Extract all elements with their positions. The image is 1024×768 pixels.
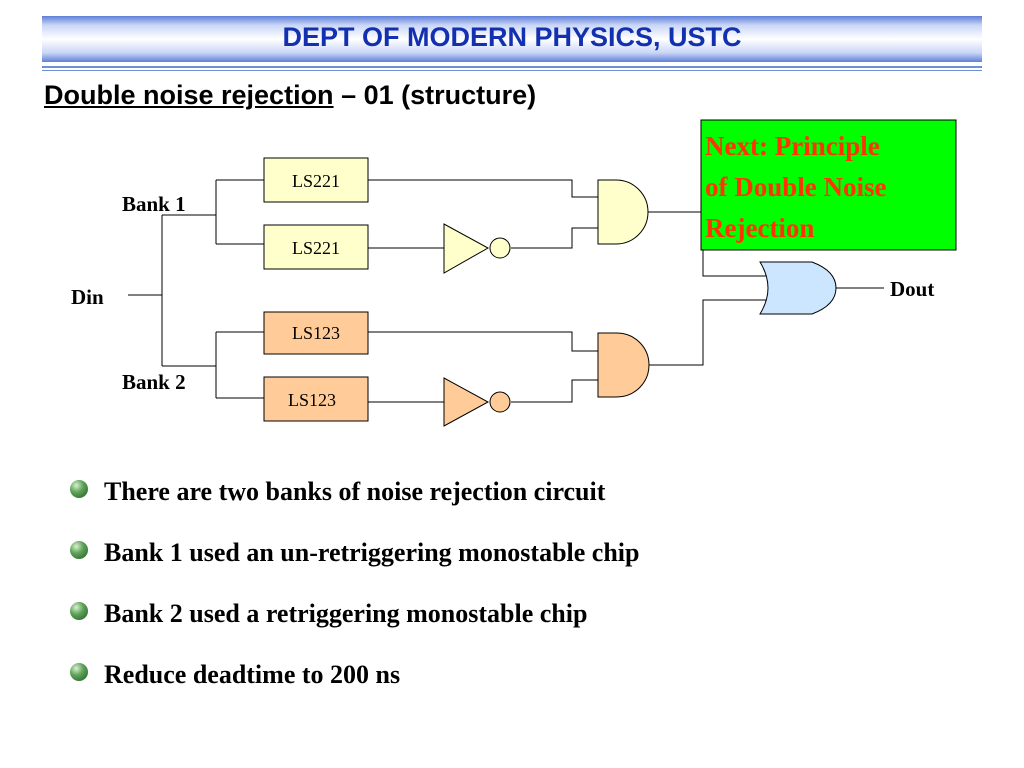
bank1-chip-2-label: LS221	[292, 238, 340, 258]
bullet-icon	[70, 663, 88, 681]
dout-label: Dout	[890, 277, 934, 301]
note-line-3: Rejection	[705, 213, 814, 243]
note-box	[700, 119, 957, 251]
bank2-chip-1-label: LS123	[292, 323, 340, 343]
slide-title-suffix: – 01 (structure)	[333, 80, 537, 110]
header-title: DEPT OF MODERN PHYSICS, USTC	[282, 22, 742, 52]
bank2-label: Bank 2	[122, 370, 186, 394]
bank2-chip-1	[263, 311, 369, 355]
circuit-wires	[128, 179, 884, 403]
bullet-item: Bank 1 used an un-retriggering monostabl…	[70, 533, 639, 594]
bank1-chip-1	[263, 157, 369, 203]
bank2-chip-2	[263, 376, 369, 422]
slide-title: Double noise rejection – 01 (structure)	[44, 80, 536, 111]
bullet-icon	[70, 541, 88, 559]
note-line-1: Next: Principle	[705, 131, 880, 161]
bank1-chip-2	[263, 224, 369, 270]
header-bar: DEPT OF MODERN PHYSICS, USTC	[42, 16, 982, 62]
bullet-text: Bank 2 used a retriggering monostable ch…	[104, 599, 588, 628]
bullet-item: Bank 2 used a retriggering monostable ch…	[70, 594, 639, 655]
bullet-text: Reduce deadtime to 200 ns	[104, 660, 401, 689]
note-line-2: of Double Noise	[705, 172, 887, 202]
bank1-inverter-bubble	[489, 237, 511, 259]
bank1-label: Bank 1	[122, 192, 186, 216]
bank2-and-gate	[597, 332, 650, 398]
bank1-and-gate	[597, 179, 649, 245]
note-text: Next: Principle of Double Noise Rejectio…	[705, 131, 893, 243]
slide-title-main: Double noise rejection	[44, 80, 334, 110]
bank2-inverter-bubble	[489, 391, 511, 413]
or-gate	[759, 261, 837, 315]
bank1-inverter	[443, 223, 490, 274]
circuit-diagram: Din Dout Bank 1 Bank 2 LS221 LS221 LS123…	[71, 119, 957, 427]
bullet-text: Bank 1 used an un-retriggering monostabl…	[104, 538, 640, 567]
header-divider	[42, 66, 982, 68]
bullet-icon	[70, 602, 88, 620]
bullet-icon	[70, 480, 88, 498]
bullet-item: Reduce deadtime to 200 ns	[70, 655, 639, 716]
bank2-inverter	[443, 377, 490, 427]
bank1-chip-1-label: LS221	[292, 171, 340, 191]
din-label: Din	[71, 285, 104, 309]
bullet-item: There are two banks of noise rejection c…	[70, 472, 639, 533]
bullet-text: There are two banks of noise rejection c…	[104, 477, 606, 506]
bullet-list: There are two banks of noise rejection c…	[70, 472, 639, 716]
bank2-chip-2-label: LS123	[288, 390, 336, 410]
header-divider-thin	[42, 70, 982, 71]
